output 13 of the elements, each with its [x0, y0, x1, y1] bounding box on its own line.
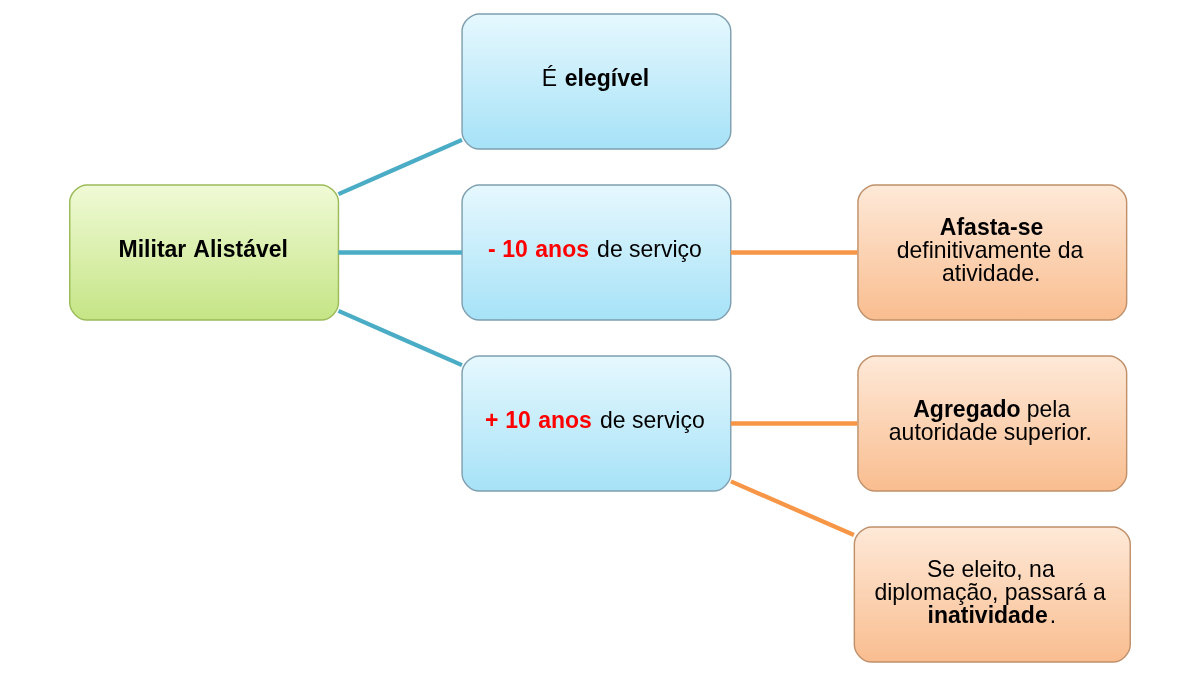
node-box: É elegível	[461, 13, 732, 150]
node-box: - 10 anos de serviço	[461, 184, 732, 321]
connector	[337, 137, 463, 197]
connector	[730, 250, 858, 255]
connector	[730, 421, 858, 426]
node-box: + 10 anos de serviço	[461, 355, 732, 492]
node-box: Agregado pela autoridade superior.	[857, 355, 1128, 492]
connector	[338, 250, 462, 255]
node-box: Afasta-se definitivamente da atividade.	[857, 184, 1128, 321]
node-box: Militar Alistável	[69, 184, 340, 321]
connector	[730, 479, 855, 537]
node-box: Se eleito, na diplomação, passará a inatividade.	[853, 526, 1131, 663]
connector	[337, 308, 463, 368]
